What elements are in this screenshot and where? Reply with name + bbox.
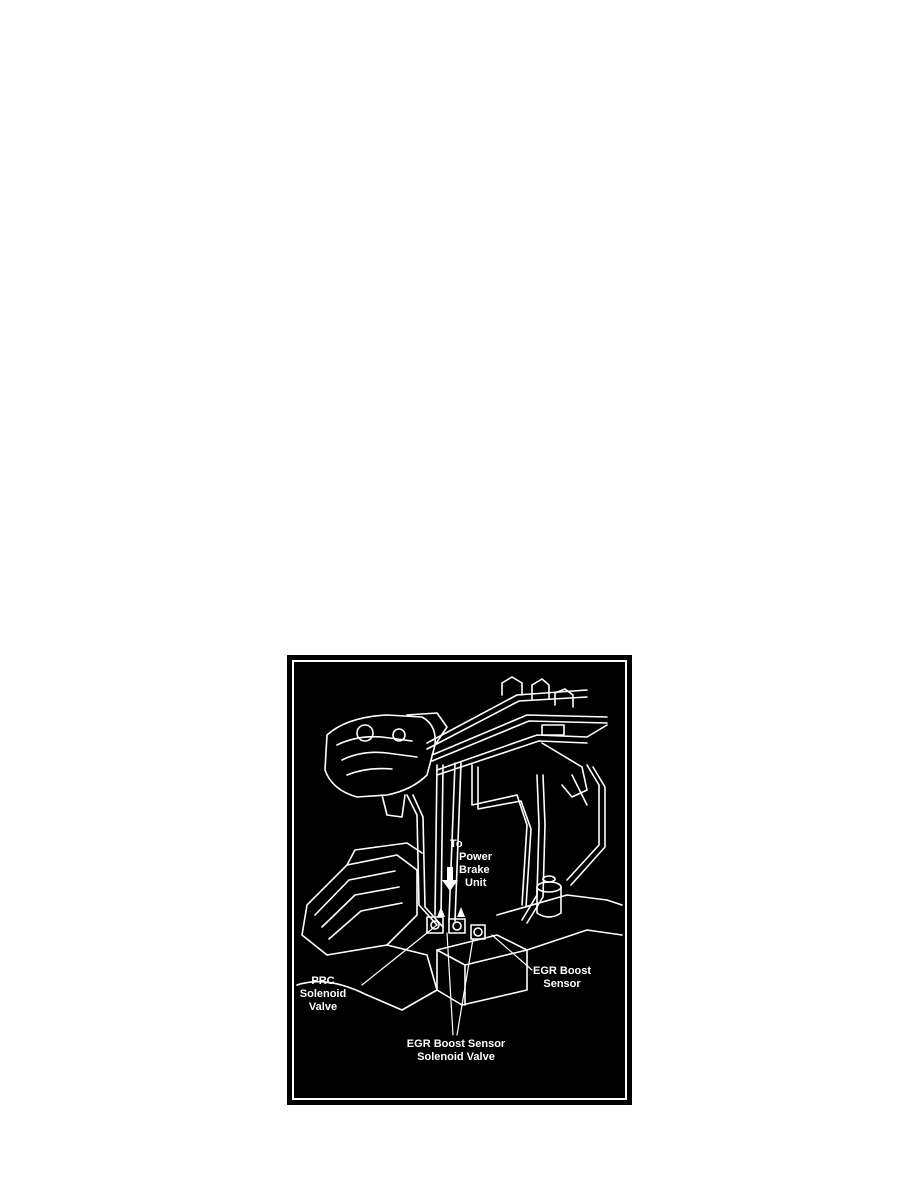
label-egr-boost-sensor-solenoid-valve: EGR Boost Sensor Solenoid Valve	[406, 1038, 506, 1063]
vacuum-hoses-upper	[426, 676, 608, 776]
label-egr-boost-sensor: EGR Boost Sensor	[533, 965, 592, 990]
label-power: Power	[459, 851, 493, 863]
egr-boost-sensor-drawing	[536, 875, 562, 918]
leader-lines	[361, 924, 533, 1036]
engine-block-drawing	[296, 842, 623, 1011]
vacuum-hoses-right	[541, 742, 606, 886]
engine-vacuum-diagram: To Power Brake Unit EGR Boost Sensor PRC…	[287, 655, 632, 1105]
solenoid-arrows	[437, 907, 465, 917]
label-to-power-brake-unit: To	[450, 838, 463, 850]
label-unit: Unit	[465, 877, 487, 889]
solenoid-valves-drawing	[426, 916, 486, 940]
power-brake-arrow	[442, 867, 458, 891]
intake-manifold-drawing	[324, 712, 448, 818]
engine-line-drawing	[296, 676, 623, 1036]
figure-border	[292, 660, 627, 1100]
label-prc-solenoid-valve: PRC Solenoid Valve	[299, 975, 347, 1013]
label-brake: Brake	[459, 864, 490, 876]
vacuum-hoses-vertical	[406, 762, 546, 928]
